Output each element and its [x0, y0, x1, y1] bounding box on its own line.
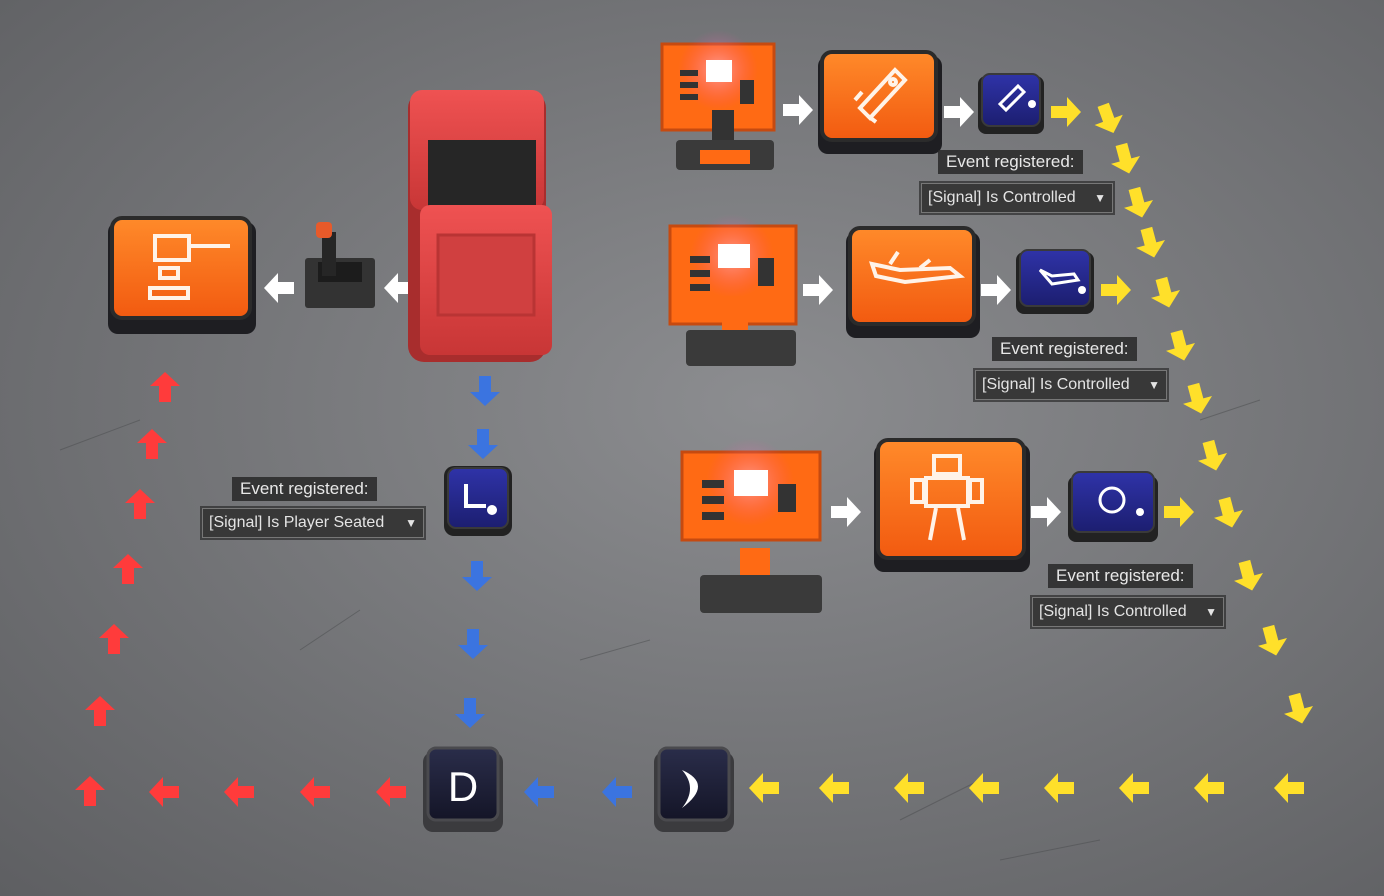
- control-console-2[interactable]: [668, 214, 798, 366]
- red-arrow: [376, 777, 406, 807]
- event-value-plane: [Signal] Is Controlled: [982, 376, 1130, 393]
- white-arrow: [831, 497, 861, 527]
- white-arrow: [1031, 497, 1061, 527]
- yellow-arrow: [969, 773, 999, 803]
- yellow-arrow: [1194, 773, 1224, 803]
- plane-chip-icon[interactable]: [1016, 249, 1094, 314]
- event-dropdown-seat[interactable]: [Signal] Is Player Seated ▼: [202, 508, 424, 538]
- blue-arrow: [602, 777, 632, 807]
- floor-marks: [59, 399, 1261, 861]
- yellow-arrow: [1178, 380, 1216, 418]
- chevron-down-icon: ▼: [1205, 605, 1217, 619]
- red-arrow: [149, 777, 179, 807]
- blue-arrow: [455, 698, 485, 728]
- plane-icon[interactable]: [846, 226, 980, 338]
- event-value-rocket: [Signal] Is Controlled: [928, 189, 1076, 206]
- red-arrow: [125, 489, 155, 519]
- chevron-down-icon: ▼: [1148, 378, 1160, 392]
- white-arrow: [944, 97, 974, 127]
- yellow-arrow: [1044, 773, 1074, 803]
- yellow-arrow: [1193, 437, 1231, 475]
- white-arrow: [264, 273, 294, 303]
- control-console-1[interactable]: [660, 30, 776, 170]
- chevron-down-icon: ▼: [1094, 191, 1106, 205]
- yellow-arrow: [819, 773, 849, 803]
- rocket-chip-icon[interactable]: [978, 73, 1044, 134]
- red-arrow: [113, 554, 143, 584]
- yellow-arrow: [1209, 494, 1247, 532]
- yellow-arrow: [1101, 275, 1131, 305]
- white-arrow: [783, 95, 813, 125]
- mech-robot-icon[interactable]: [874, 438, 1030, 572]
- yellow-arrow: [894, 773, 924, 803]
- event-dropdown-rocket[interactable]: [Signal] Is Controlled ▼: [921, 183, 1113, 213]
- yellow-arrow: [1051, 97, 1081, 127]
- blue-arrow: [468, 429, 498, 459]
- blue-arrow: [470, 376, 500, 406]
- yellow-arrow: [1119, 773, 1149, 803]
- joystick-icon[interactable]: [305, 222, 375, 308]
- rocket-icon[interactable]: [818, 50, 942, 154]
- yellow-arrow: [1274, 773, 1304, 803]
- red-arrow: [224, 777, 254, 807]
- event-label-plane: Event registered:: [992, 337, 1137, 361]
- event-dropdown-mech[interactable]: [Signal] Is Controlled ▼: [1032, 597, 1224, 627]
- mech-chip-icon[interactable]: [1068, 471, 1158, 542]
- red-arrow: [137, 429, 167, 459]
- blue-arrow-path: [455, 376, 632, 807]
- controller-display-icon[interactable]: [108, 216, 256, 334]
- d-gate-left-label: D: [448, 763, 478, 810]
- moon-gate-icon[interactable]: [654, 746, 734, 832]
- yellow-arrow: [1146, 274, 1184, 312]
- red-arrow: [300, 777, 330, 807]
- blue-arrow: [458, 629, 488, 659]
- white-arrow: [981, 275, 1011, 305]
- yellow-arrow: [1106, 140, 1144, 178]
- yellow-arrow: [1253, 622, 1291, 660]
- yellow-arrow: [1164, 497, 1194, 527]
- blue-arrow: [462, 561, 492, 591]
- chevron-down-icon: ▼: [405, 516, 417, 530]
- red-arrow: [99, 624, 129, 654]
- yellow-arrow: [1119, 184, 1157, 222]
- yellow-arrow: [1279, 690, 1317, 728]
- red-arrow: [85, 696, 115, 726]
- event-dropdown-plane[interactable]: [Signal] Is Controlled ▼: [975, 370, 1167, 400]
- d-gate-icon[interactable]: D: [423, 746, 503, 832]
- control-console-3[interactable]: [680, 438, 822, 613]
- red-arrow: [150, 372, 180, 402]
- yellow-arrow: [1131, 224, 1169, 262]
- white-arrow: [803, 275, 833, 305]
- yellow-arrow: [1161, 327, 1199, 365]
- yellow-arrow: [1229, 557, 1267, 595]
- event-value-seat: [Signal] Is Player Seated: [209, 514, 385, 531]
- red-arrow: [75, 776, 105, 806]
- red-arrow-path: [75, 372, 406, 807]
- yellow-arrow: [749, 773, 779, 803]
- event-label-mech: Event registered:: [1048, 564, 1193, 588]
- event-value-mech: [Signal] Is Controlled: [1039, 603, 1187, 620]
- yellow-arrow: [1089, 99, 1128, 139]
- event-label-rocket: Event registered:: [938, 150, 1083, 174]
- event-label-seat: Event registered:: [232, 477, 377, 501]
- seat-icon[interactable]: [408, 90, 552, 362]
- blue-arrow: [524, 777, 554, 807]
- seated-player-icon[interactable]: [444, 466, 512, 536]
